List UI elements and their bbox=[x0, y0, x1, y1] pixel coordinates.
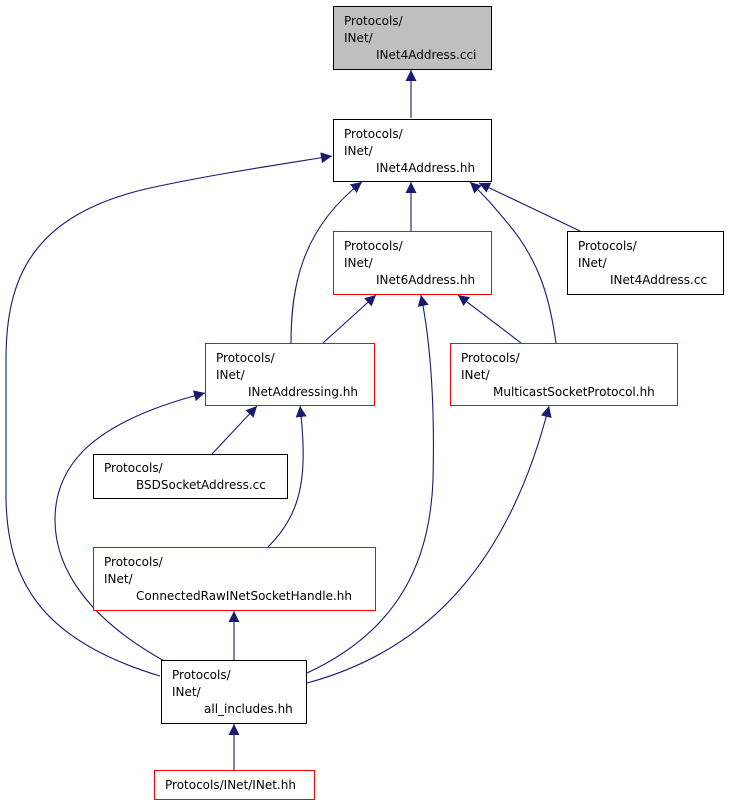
edge-allincludes-to-multicast bbox=[306, 405, 552, 684]
node-connectedrawinetsockethandle-hh[interactable]: Protocols/ INet/ ConnectedRawINetSocketH… bbox=[93, 547, 376, 611]
node-label-line3: all_includes.hh bbox=[204, 702, 293, 716]
node-inet4address-hh[interactable]: Protocols/ INet/ INet4Address.hh bbox=[333, 119, 492, 182]
node-label-line2: INet/ bbox=[172, 685, 201, 699]
node-label-line2: INet/ bbox=[104, 572, 133, 586]
node-label-line1: Protocols/ bbox=[216, 351, 275, 365]
node-inetaddressing-hh[interactable]: Protocols/ INet/ INetAddressing.hh bbox=[205, 343, 375, 406]
edge-connectedraw-to-inetaddressing bbox=[267, 405, 307, 548]
node-inet4address-cci: Protocols/ INet/ INet4Address.cci bbox=[333, 6, 492, 70]
node-label-line2: INet/ bbox=[578, 256, 607, 270]
edge-allincludes-to-inet6address bbox=[306, 294, 434, 674]
node-label-line1: Protocols/INet/INet.hh bbox=[165, 778, 296, 792]
node-all-includes-hh[interactable]: Protocols/ INet/ all_includes.hh bbox=[161, 660, 307, 724]
node-label-line1: Protocols/ bbox=[172, 668, 231, 682]
node-label-line3: INet6Address.hh bbox=[376, 273, 476, 287]
node-label-line1: Protocols/ bbox=[578, 239, 637, 253]
edge-allincludes-to-inet4address bbox=[5, 152, 333, 677]
node-inet-hh[interactable]: Protocols/INet/INet.hh bbox=[154, 770, 315, 800]
node-label-line2: INet/ bbox=[344, 31, 373, 45]
node-label-line2: BSDSocketAddress.cc bbox=[136, 478, 266, 492]
node-label-line3: INet4Address.hh bbox=[376, 161, 476, 175]
node-label-line1: Protocols/ bbox=[104, 555, 163, 569]
node-label-line1: Protocols/ bbox=[344, 127, 403, 141]
node-label-line2: INet/ bbox=[461, 368, 490, 382]
node-label-line3: ConnectedRawINetSocketHandle.hh bbox=[136, 589, 352, 603]
node-label-line2: INet/ bbox=[344, 144, 373, 158]
node-label-line2: INet/ bbox=[216, 368, 245, 382]
node-label-line1: Protocols/ bbox=[344, 239, 403, 253]
node-label-line3: INet4Address.cc bbox=[610, 273, 708, 287]
edge-bsd-to-inetaddressing bbox=[211, 405, 258, 455]
edge-multicast-to-inet6address bbox=[457, 294, 522, 344]
node-label-line3: INetAddressing.hh bbox=[248, 385, 358, 399]
edge-inetaddressing-to-inet4address bbox=[290, 181, 363, 344]
edge-inetaddressing-to-inet6address bbox=[322, 294, 377, 344]
node-label-line3: INet4Address.cci bbox=[376, 48, 477, 62]
node-multicastsocketprotocol-hh[interactable]: Protocols/ INet/ MulticastSocketProtocol… bbox=[450, 343, 678, 406]
node-label-line1: Protocols/ bbox=[104, 461, 163, 475]
edge-inet4address-cc-to-hh bbox=[478, 182, 581, 232]
node-inet6address-hh[interactable]: Protocols/ INet/ INet6Address.hh bbox=[333, 231, 492, 295]
node-label-line2: INet/ bbox=[344, 256, 373, 270]
node-label-line1: Protocols/ bbox=[344, 14, 403, 28]
node-label-line3: MulticastSocketProtocol.hh bbox=[493, 385, 655, 399]
edge-allincludes-to-inetaddressing bbox=[54, 390, 206, 663]
node-bsdsocketaddress-cc[interactable]: Protocols/ BSDSocketAddress.cc bbox=[93, 454, 288, 499]
node-label-line1: Protocols/ bbox=[461, 351, 520, 365]
edge-multicast-to-inet4address bbox=[469, 181, 557, 344]
node-inet4address-cc[interactable]: Protocols/ INet/ INet4Address.cc bbox=[567, 231, 724, 295]
